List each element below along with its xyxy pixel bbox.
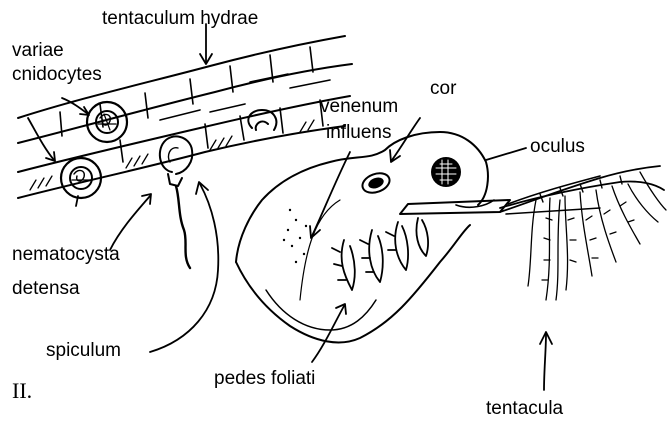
label-pedes-foliati: pedes foliati [214, 368, 315, 390]
tentacle-lower-inner-edge [18, 96, 350, 172]
label-influens: influens [326, 122, 392, 144]
antenna-base [400, 200, 510, 214]
label-tentacula: tentacula [486, 398, 563, 420]
label-detensa: detensa [12, 278, 80, 300]
label-variae: variae [12, 40, 64, 62]
label-oculus: oculus [530, 136, 585, 158]
pointer-spiculum [150, 184, 218, 352]
stipple [283, 209, 307, 263]
pointer-oculus [486, 148, 526, 160]
label-cor: cor [430, 78, 456, 100]
pointer-pedes [312, 306, 344, 362]
label-nematocysta: nematocysta [12, 244, 120, 266]
inner-gut-line [266, 290, 376, 330]
antennae [400, 166, 666, 300]
crustacean-body [236, 132, 494, 342]
label-venenum: venenum [320, 96, 398, 118]
hydra-tentacle [18, 36, 352, 198]
label-tentaculum-hydrae: tentaculum hydrae [102, 8, 258, 30]
leaf-legs [332, 218, 428, 290]
carapace-outline [236, 132, 488, 262]
pointer-tentacula [544, 334, 546, 390]
compound-eye [431, 157, 461, 187]
label-cnidocytes: cnidocytes [12, 64, 102, 86]
pointer-cor [392, 118, 420, 160]
pointer-nematocysta [110, 196, 150, 250]
cnidocyte-1 [87, 102, 127, 142]
panel-number: II. [12, 380, 32, 402]
label-spiculum: spiculum [46, 340, 121, 362]
